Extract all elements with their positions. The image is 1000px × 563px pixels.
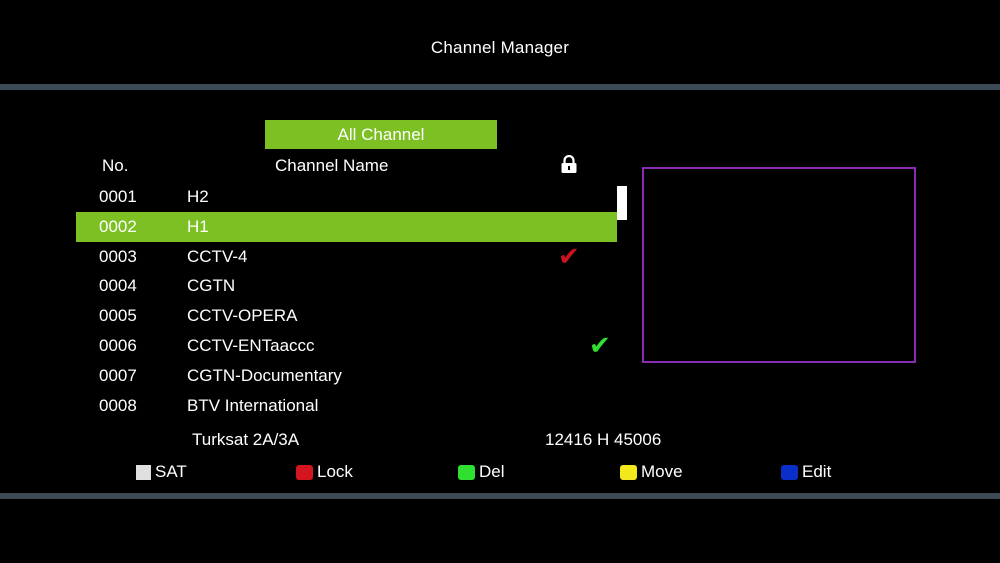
legend-edit-label: Edit [802, 462, 832, 481]
channel-number: 0004 [99, 276, 137, 296]
channel-number: 0005 [99, 306, 137, 326]
channel-row[interactable]: 0003 CCTV-4 ✔ [76, 240, 617, 272]
channel-name: CCTV-4 [187, 246, 248, 266]
channel-row[interactable]: 0006 CCTV-ENTaaccc ✔ [76, 329, 617, 361]
list-scrollbar[interactable] [617, 186, 627, 220]
column-header-no: No. [102, 156, 129, 175]
channel-row[interactable]: 0007 CGTN-Documentary [76, 361, 617, 391]
green-key-icon [458, 464, 475, 480]
legend-lock-label: Lock [317, 462, 353, 481]
legend-move-label: Move [641, 462, 683, 481]
legend-sat[interactable]: SAT [136, 462, 187, 482]
channel-row-selected[interactable]: 0002 H1 [76, 211, 617, 242]
channel-number: 0003 [99, 246, 137, 266]
group-tab-all-channel[interactable]: All Channel [265, 120, 497, 149]
delete-check-icon: ✔ [589, 329, 611, 360]
yellow-key-icon [620, 464, 637, 480]
preview-window [642, 167, 916, 363]
transponder-info: 12416 H 45006 [545, 430, 662, 449]
legend-lock[interactable]: Lock [296, 462, 353, 482]
channel-number: 0008 [99, 395, 137, 415]
channel-name: BTV International [187, 395, 319, 415]
legend-move[interactable]: Move [620, 462, 683, 482]
legend-sat-label: SAT [155, 462, 187, 481]
channel-name: CGTN [187, 276, 236, 296]
page-title: Channel Manager [430, 38, 570, 57]
blue-key-icon [781, 464, 798, 480]
bottom-divider [0, 493, 1000, 499]
channel-name: CCTV-ENTaaccc [187, 335, 315, 355]
lock-check-icon: ✔ [558, 240, 580, 271]
channel-row[interactable]: 0008 BTV International [76, 391, 617, 421]
white-key-icon [136, 464, 151, 480]
top-divider [0, 84, 1000, 90]
channel-number: 0007 [99, 365, 137, 385]
channel-list[interactable]: 0001 H2 0002 H1 0003 CCTV-4 ✔ 0004 CGTN … [76, 182, 617, 420]
column-header-channel-name: Channel Name [275, 156, 389, 175]
channel-name: CGTN-Documentary [187, 365, 342, 385]
channel-number: 0006 [99, 335, 137, 355]
channel-name: H2 [187, 187, 209, 206]
channel-row[interactable]: 0004 CGTN [76, 271, 617, 301]
channel-row[interactable]: 0005 CCTV-OPERA [76, 301, 617, 331]
legend-del[interactable]: Del [458, 462, 505, 482]
lock-icon [560, 154, 578, 175]
channel-name: H1 [187, 216, 209, 236]
legend-del-label: Del [479, 462, 505, 481]
channel-number: 0001 [99, 187, 137, 206]
satellite-name: Turksat 2A/3A [192, 430, 300, 449]
channel-name: CCTV-OPERA [187, 306, 298, 326]
channel-row[interactable]: 0001 H2 [76, 182, 617, 212]
legend-edit[interactable]: Edit [781, 462, 831, 482]
red-key-icon [296, 464, 313, 480]
channel-number: 0002 [99, 216, 137, 236]
